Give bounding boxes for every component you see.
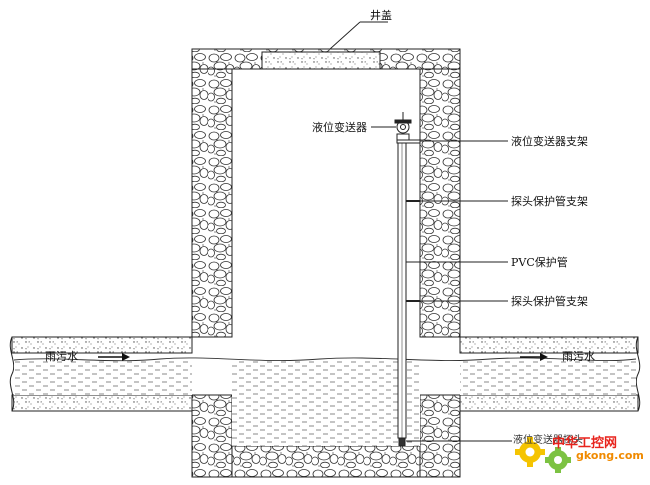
probe-bottom-label: 液位变送器探头 (513, 435, 583, 446)
probe-brackets (406, 200, 512, 442)
leader-well-cover (329, 21, 388, 50)
probe-bracket-upper-label: 探头保护管支架 (511, 195, 588, 208)
level-transmitter-label: 液位变送器 (312, 121, 367, 134)
well-cover-label: 井盖 (370, 9, 392, 22)
probe-bracket-lower-label: 探头保护管支架 (511, 295, 588, 308)
transmitter-bracket (396, 139, 508, 144)
sewage-right-label: 雨污水 (562, 350, 595, 363)
pvc-pipe (397, 142, 407, 447)
transmitter-icon (371, 112, 412, 141)
pvc-pipe-label: PVC保护管 (511, 256, 568, 269)
well-walls (191, 48, 461, 478)
watermark-brand: 中华工控网 (552, 436, 618, 451)
sewage-water (13, 357, 637, 446)
gear-logo-icon (515, 437, 571, 473)
watermark-domain: gkong.com (576, 449, 644, 462)
flow-arrow-icon (98, 353, 548, 361)
well-cover (191, 48, 461, 70)
transmitter-bracket-label: 液位变送器支架 (511, 135, 588, 148)
pipe-end-breaks (9, 336, 641, 412)
sewage-left-label: 雨污水 (45, 350, 78, 363)
